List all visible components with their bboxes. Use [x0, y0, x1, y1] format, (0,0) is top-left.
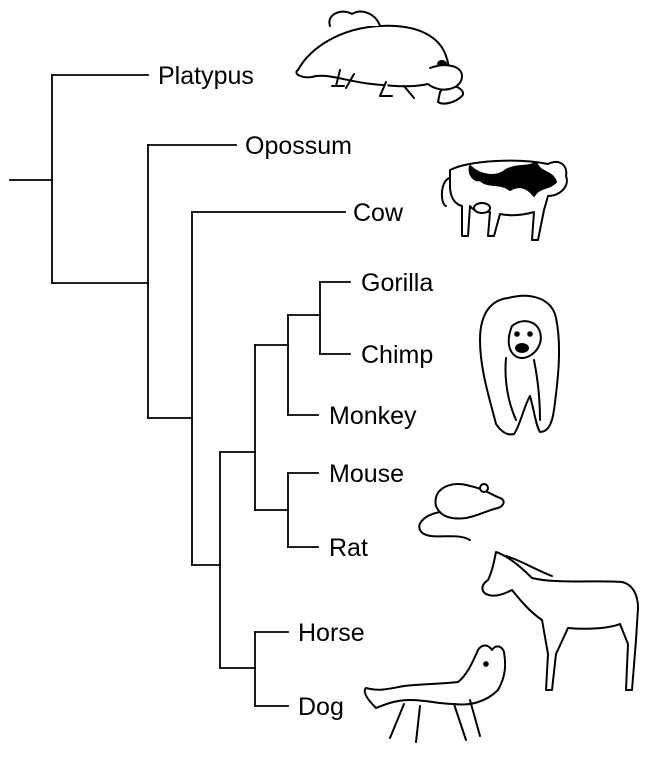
label-rat: Rat	[329, 534, 368, 562]
rat-drawing	[419, 484, 503, 540]
label-monkey: Monkey	[329, 402, 417, 430]
horse-drawing	[482, 552, 638, 690]
chimp-drawing	[480, 296, 559, 435]
label-mouse: Mouse	[329, 460, 404, 488]
label-cow: Cow	[353, 199, 404, 227]
label-chimp: Chimp	[361, 341, 433, 369]
tree-branches	[10, 75, 350, 706]
platypus-drawing	[296, 12, 463, 104]
cow-drawing	[442, 161, 567, 240]
label-platypus: Platypus	[158, 62, 254, 90]
taxon-labels: Platypus Opossum Cow Gorilla Chimp Monke…	[158, 62, 433, 721]
label-opossum: Opossum	[245, 132, 352, 160]
label-gorilla: Gorilla	[361, 269, 433, 297]
label-dog: Dog	[298, 693, 344, 721]
label-horse: Horse	[298, 619, 365, 647]
dog-drawing	[365, 646, 505, 743]
